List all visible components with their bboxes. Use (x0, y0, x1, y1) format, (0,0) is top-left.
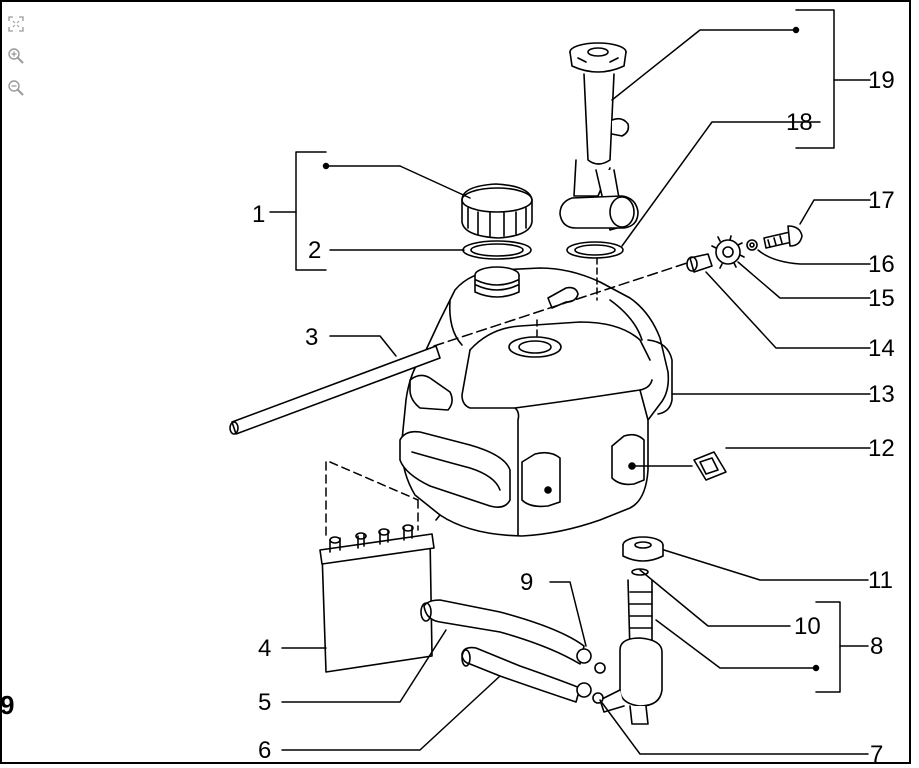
fuel-tap (576, 536, 664, 725)
callout-12: 12 (868, 435, 895, 462)
callout-labels: 1 2 3 4 5 6 7 8 9 10 11 12 13 14 15 16 1… (252, 67, 895, 764)
fuel-level-sender (559, 42, 639, 231)
fuel-hose-lower (461, 646, 581, 703)
callout-13: 13 (868, 381, 895, 408)
callout-3: 3 (305, 324, 318, 351)
page-number: 9 (0, 690, 15, 720)
fit-to-window-icon[interactable] (6, 14, 26, 34)
zoom-in-icon[interactable] (6, 46, 26, 66)
vent-hose (229, 345, 441, 435)
heat-shield (319, 524, 435, 673)
callout-1: 1 (252, 201, 265, 228)
leader-lines (269, 9, 871, 755)
callout-9: 9 (520, 569, 533, 596)
callout-19: 19 (868, 67, 895, 94)
callout-4: 4 (258, 635, 271, 662)
speed-nut-clip (693, 451, 727, 481)
fuel-tank (399, 266, 673, 537)
vent-fitting-parts (686, 225, 803, 273)
callout-17: 17 (868, 187, 895, 214)
callout-7: 7 (870, 741, 883, 764)
callout-2: 2 (308, 237, 321, 264)
callout-14: 14 (868, 335, 895, 362)
callout-8: 8 (870, 633, 883, 660)
sender-gasket (566, 241, 624, 259)
callout-5: 5 (258, 689, 271, 716)
callout-6: 6 (258, 737, 271, 764)
callout-15: 15 (868, 285, 895, 312)
callout-16: 16 (868, 251, 895, 278)
callout-10: 10 (794, 613, 821, 640)
callout-18: 18 (786, 109, 813, 136)
callout-11: 11 (868, 567, 893, 594)
filler-cap (461, 183, 533, 239)
zoom-out-icon[interactable] (6, 78, 26, 98)
cap-gasket (462, 240, 532, 260)
